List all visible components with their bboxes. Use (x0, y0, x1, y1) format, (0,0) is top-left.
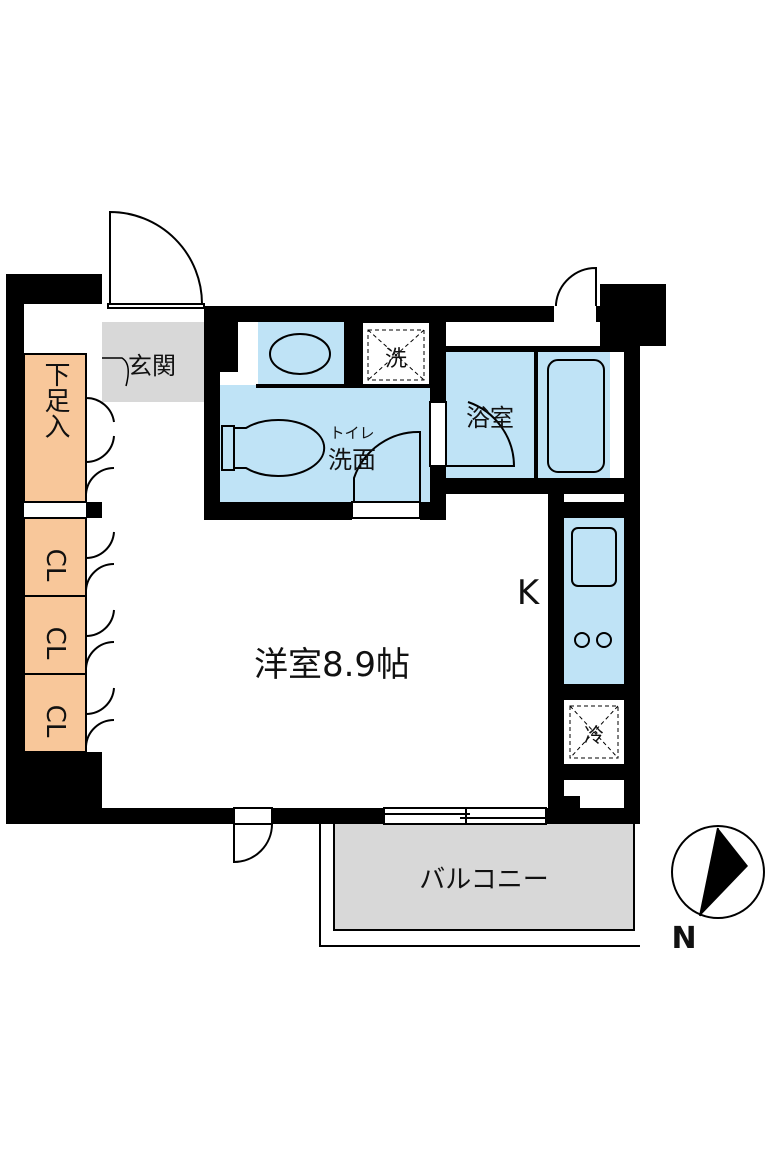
closet-3-label: CL (40, 705, 70, 738)
stove-burner-icon (574, 632, 590, 648)
compass: N (671, 825, 765, 956)
compass-needle-icon (700, 828, 748, 916)
washroom-label: 洗面 (328, 446, 376, 474)
closet-1-label: CL (40, 549, 70, 582)
walls (6, 274, 666, 824)
appliance-spaces (367, 329, 619, 759)
entrance-floor (102, 322, 206, 402)
entrance-label: 玄関 (128, 352, 176, 380)
washer-label: 洗 (385, 347, 407, 372)
bathtub-icon (547, 359, 605, 473)
shoe-storage (23, 353, 87, 503)
fixtures (221, 333, 617, 648)
balcony-floor (333, 821, 635, 931)
balcony-rail (319, 822, 640, 947)
washer-niche (361, 321, 431, 387)
balcony-label: バルコニー (419, 865, 548, 895)
bathroom-label: 浴室 (466, 404, 514, 432)
shoe-storage-label: 下足入 (40, 361, 70, 439)
stove-burner-icon (596, 632, 612, 648)
closet-1 (23, 517, 87, 597)
closet-2 (23, 595, 87, 675)
toilet-icon (231, 419, 326, 477)
washbasin-icon (269, 333, 331, 375)
toilet-label: トイレ (329, 424, 374, 442)
kitchen-sink-icon (571, 527, 617, 587)
closet-2-label: CL (40, 627, 70, 660)
doors (85, 210, 597, 864)
western-room-label: 洋室8.9帖 (254, 645, 410, 685)
fridge-label: 冷 (584, 723, 604, 747)
kitchen-label: K (517, 573, 541, 613)
entrance-leader (102, 357, 129, 387)
compass-north-label: N (671, 921, 696, 956)
closet-3 (23, 673, 87, 753)
